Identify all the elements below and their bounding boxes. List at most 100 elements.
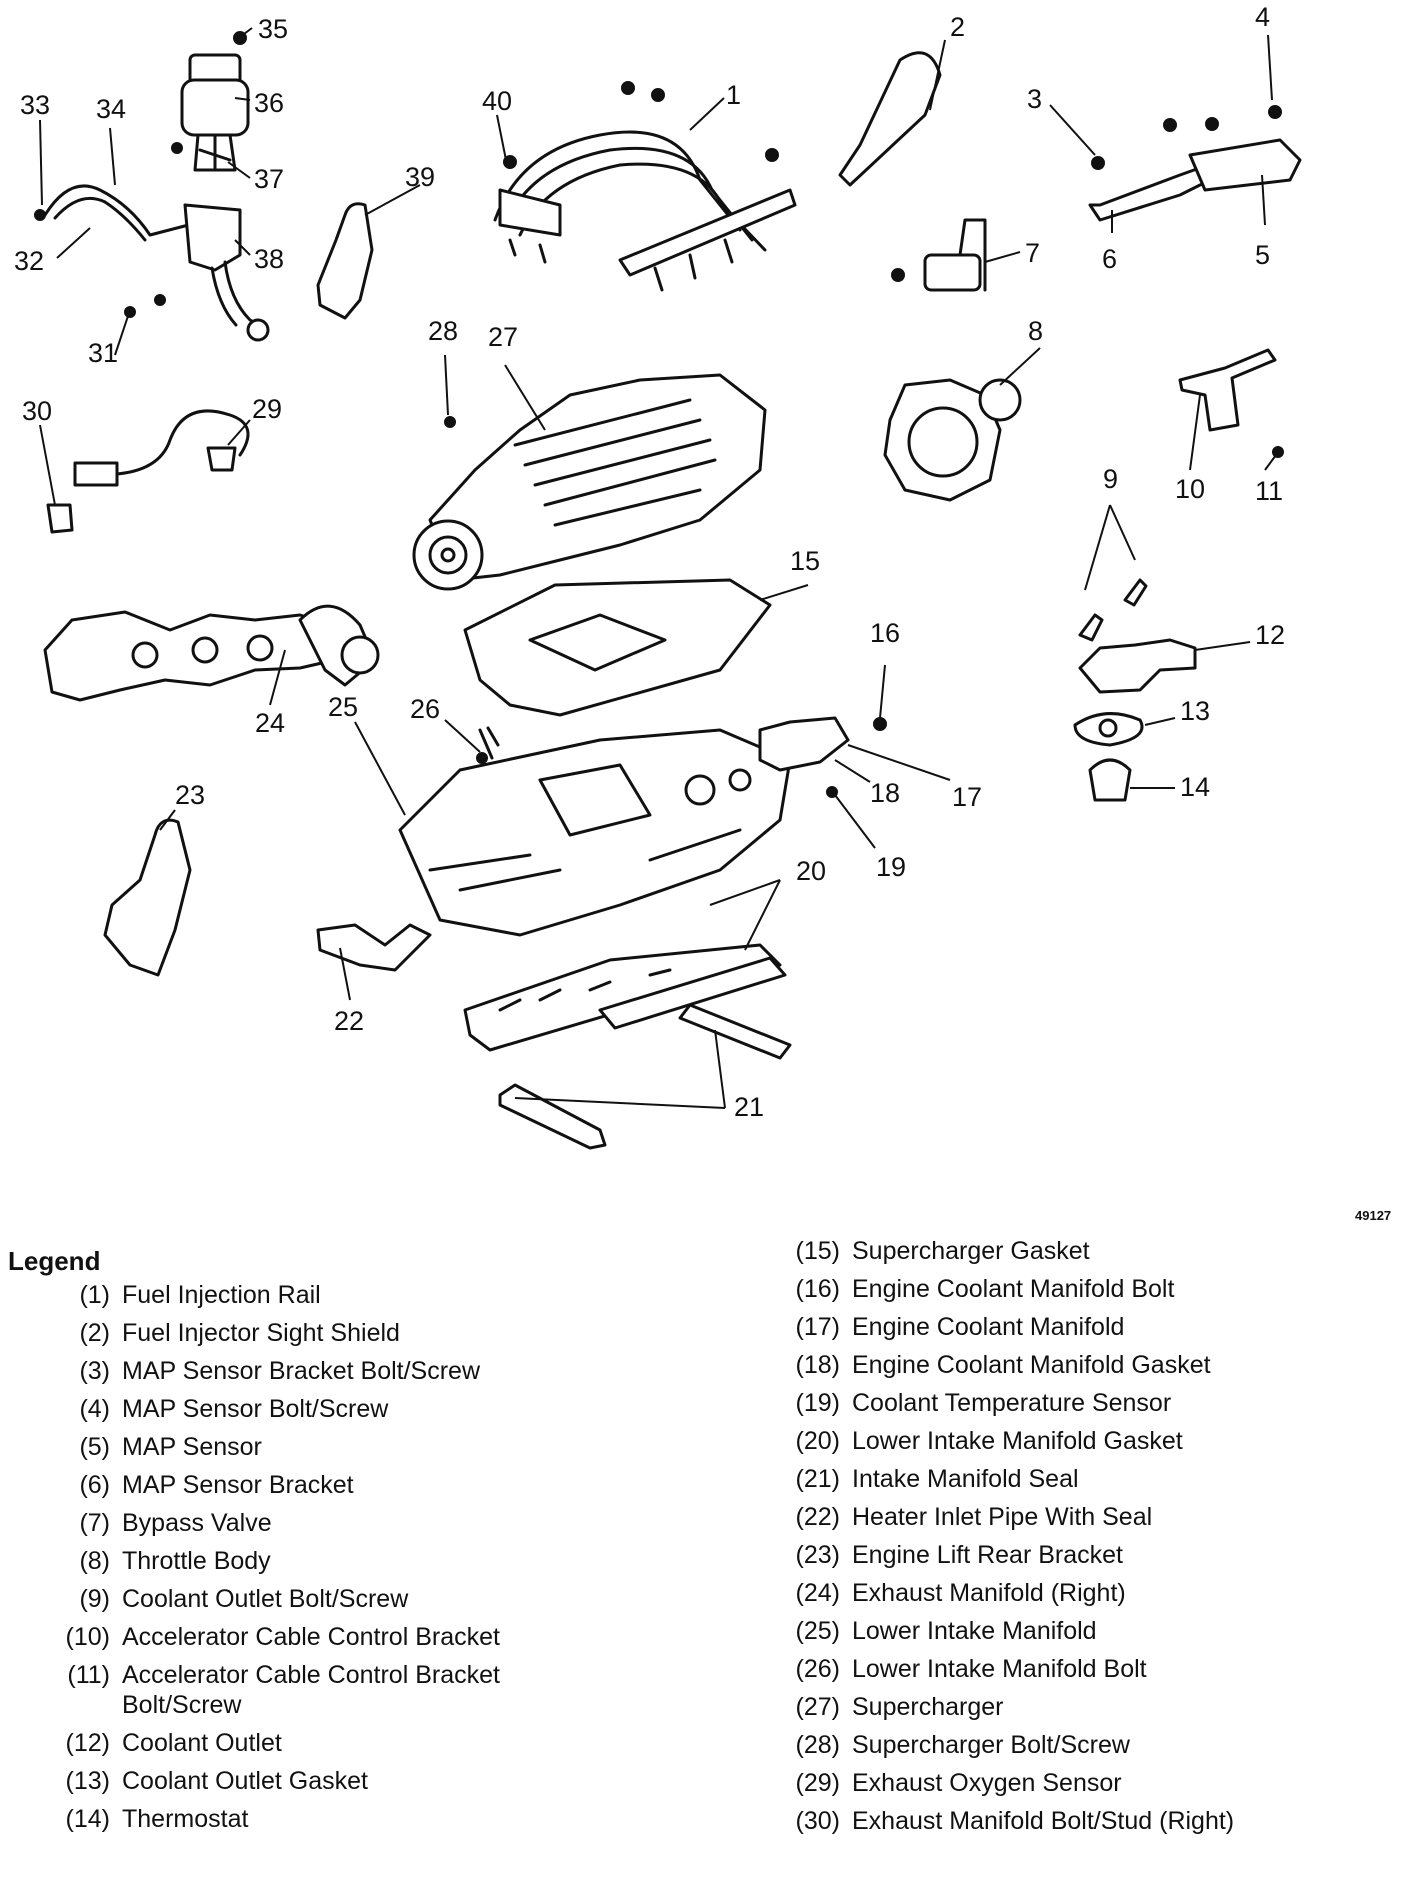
callout-17: 17: [952, 782, 982, 812]
legend-number: (12): [65, 1729, 110, 1757]
legend-number: (27): [795, 1693, 840, 1721]
legend-number: (2): [79, 1319, 110, 1347]
legend-title: Legend: [8, 1246, 101, 1276]
legend-item: (20) Lower Intake Manifold Gasket: [778, 1422, 1398, 1460]
legend-item: (1)Fuel Injection Rail: [48, 1276, 648, 1314]
legend-label: Exhaust Manifold (Right): [852, 1579, 1126, 1607]
legend-item: (14)Thermostat: [48, 1800, 648, 1838]
callout-22: 22: [334, 1006, 364, 1036]
legend-label: Throttle Body: [122, 1547, 271, 1575]
legend-label: MAP Sensor Bracket: [122, 1471, 354, 1499]
callout-9: 9: [1103, 464, 1118, 494]
legend-item: (3)MAP Sensor Bracket Bolt/Screw: [48, 1352, 648, 1390]
legend-item: (23)Engine Lift Rear Bracket: [778, 1536, 1398, 1574]
legend-item: (30)Exhaust Manifold Bolt/Stud (Right): [778, 1802, 1398, 1840]
callout-31: 31: [88, 338, 118, 368]
legend-item: (22)Heater Inlet Pipe With Seal: [778, 1498, 1398, 1536]
legend-item: (10)Accelerator Cable Control Bracket: [48, 1618, 648, 1656]
legend-label: Lower Intake Manifold Bolt: [852, 1655, 1147, 1683]
legend-left-column: (1)Fuel Injection Rail (2)Fuel Injector …: [48, 1276, 648, 1838]
legend-number: (24): [795, 1579, 840, 1607]
callout-24: 24: [255, 708, 285, 738]
legend-label: MAP Sensor Bracket Bolt/Screw: [122, 1357, 481, 1385]
callout-26: 26: [410, 694, 440, 724]
callout-15: 15: [790, 546, 820, 576]
callout-37: 37: [254, 164, 284, 194]
legend-number: (4): [79, 1395, 110, 1423]
legend-label: Bypass Valve: [122, 1509, 272, 1537]
legend-label: Lower Intake Manifold Gasket: [852, 1427, 1183, 1455]
coolant-outlet-group: [1073, 578, 1197, 802]
legend-number: (14): [65, 1805, 110, 1833]
oxygen-sensor: [46, 409, 250, 534]
legend-label: MAP Sensor: [122, 1433, 262, 1461]
fuel-injector-sight-shield: [838, 51, 942, 187]
legend-number: (20): [795, 1427, 840, 1455]
legend-item: (24) Exhaust Manifold (Right): [778, 1574, 1398, 1612]
callout-19: 19: [876, 852, 906, 882]
legend-item: (27) Supercharger: [778, 1688, 1398, 1726]
callout-32: 32: [14, 246, 44, 276]
callout-20: 20: [796, 856, 826, 886]
map-sensor-assembly: [1088, 105, 1302, 222]
legend-item: (16)Engine Coolant Manifold Bolt: [778, 1270, 1398, 1308]
heater-inlet-pipe: [316, 923, 432, 972]
legend-number: (19): [795, 1389, 840, 1417]
legend-item: (18)Engine Coolant Manifold Gasket: [778, 1346, 1398, 1384]
legend-item: (6) MAP Sensor Bracket: [48, 1466, 648, 1504]
callout-29: 29: [252, 394, 282, 424]
legend-item: (9)Coolant Outlet Bolt/Screw: [48, 1580, 648, 1618]
engine-lift-rear-bracket: [103, 818, 192, 977]
callout-12: 12: [1255, 620, 1285, 650]
bracket-39: [316, 202, 374, 320]
egr-valve-assembly: [171, 31, 250, 172]
legend-item: (2)Fuel Injector Sight Shield: [48, 1314, 648, 1352]
callout-30: 30: [22, 396, 52, 426]
legend-item: (17)Engine Coolant Manifold: [778, 1308, 1398, 1346]
callout-4: 4: [1255, 2, 1270, 32]
legend-number: (22): [795, 1503, 840, 1531]
legend-label: Fuel Injection Rail: [122, 1281, 321, 1309]
legend-label: Engine Lift Rear Bracket: [852, 1541, 1123, 1569]
legend-number: (7): [79, 1509, 110, 1537]
accelerator-cable-bracket: [1178, 348, 1284, 458]
legend-label: Supercharger Gasket: [852, 1237, 1090, 1265]
legend-label: Supercharger: [852, 1693, 1004, 1721]
legend-label: Intake Manifold Seal: [852, 1465, 1079, 1493]
legend-item: (28)Supercharger Bolt/Screw: [778, 1726, 1398, 1764]
legend-number: (16): [795, 1275, 840, 1303]
legend-number: (25): [795, 1617, 840, 1645]
legend-number: (15): [795, 1237, 840, 1265]
legend-item: (7) Bypass Valve: [48, 1504, 648, 1542]
callout-7: 7: [1025, 238, 1040, 268]
callout-39: 39: [405, 162, 435, 192]
callout-10: 10: [1175, 474, 1205, 504]
legend-item: (26)Lower Intake Manifold Bolt: [778, 1650, 1398, 1688]
callout-5: 5: [1255, 240, 1270, 270]
legend-label: Supercharger Bolt/Screw: [852, 1731, 1130, 1759]
callout-36: 36: [254, 88, 284, 118]
legend-item: (11)Accelerator Cable Control Bracket Bo…: [48, 1660, 648, 1720]
legend-number: (18): [795, 1351, 840, 1379]
legend-label: Exhaust Oxygen Sensor: [852, 1769, 1122, 1797]
legend-item: (5)MAP Sensor: [48, 1428, 648, 1466]
intake-manifold-seal: [498, 1083, 607, 1150]
exploded-parts-diagram: 1 2 3 4 5 6 7 8 9 10 11 12 13 14 15 16 1…: [14, 2, 1302, 1150]
callout-18: 18: [870, 778, 900, 808]
legend-number: (6): [79, 1471, 110, 1499]
engine-coolant-manifold: [476, 716, 887, 798]
legend-right-column: (15) Supercharger Gasket (16)Engine Coola…: [778, 1232, 1398, 1840]
lower-intake-manifold-bolt: [478, 726, 500, 760]
callout-6: 6: [1102, 244, 1117, 274]
legend-number: (17): [795, 1313, 840, 1341]
legend-item: (12) Coolant Outlet: [48, 1724, 648, 1762]
throttle-body: [883, 378, 1022, 502]
legend-item: (15) Supercharger Gasket: [778, 1232, 1398, 1270]
legend-number: (29): [795, 1769, 840, 1797]
legend-label: Coolant Outlet: [122, 1729, 282, 1757]
callout-11: 11: [1255, 476, 1283, 506]
legend-label: Accelerator Cable Control Bracket: [122, 1623, 500, 1651]
legend-label: Accelerator Cable Control Bracket Bolt/S…: [122, 1661, 500, 1719]
legend-label: Coolant Outlet Bolt/Screw: [122, 1585, 409, 1613]
legend-number: (13): [65, 1767, 110, 1795]
